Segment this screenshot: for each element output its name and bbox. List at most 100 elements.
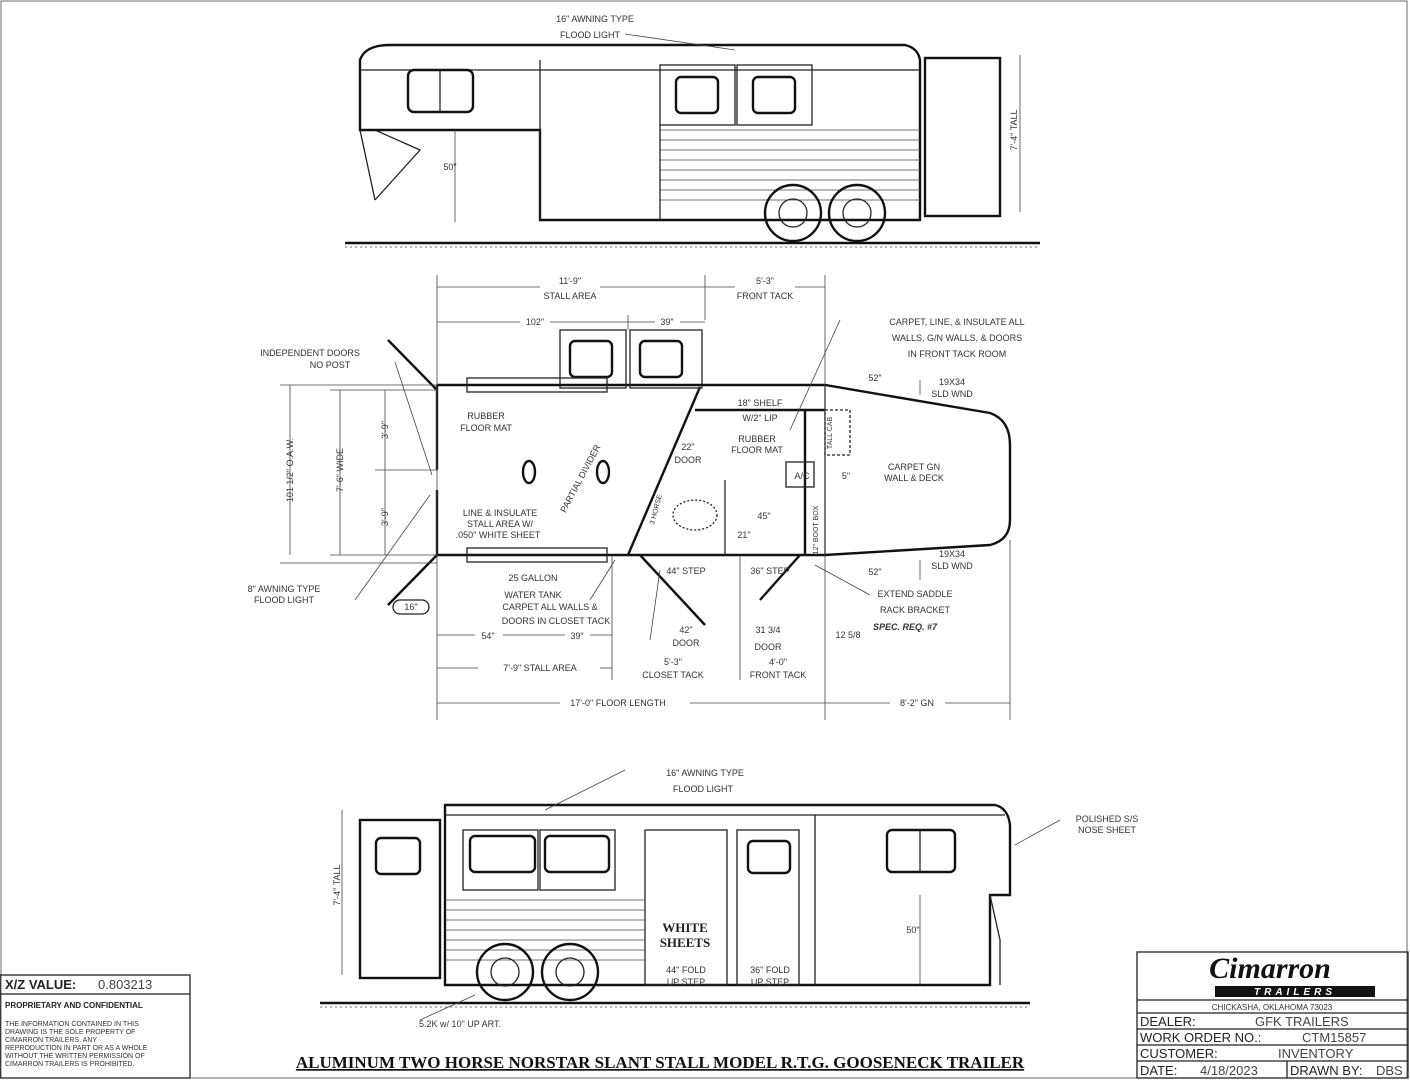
label: NO POST xyxy=(310,360,351,370)
label: UP STEP xyxy=(751,977,789,987)
label: SHEETS xyxy=(660,935,711,950)
label: 39" xyxy=(660,317,673,327)
label: 50" xyxy=(443,162,456,172)
label: 45" xyxy=(757,511,770,521)
label: FRONT TACK xyxy=(737,291,794,301)
window-icon xyxy=(746,839,792,875)
label: DOOR xyxy=(675,455,703,465)
label: 101 1/2" O.A.W. xyxy=(285,438,295,502)
label: 19X34 xyxy=(939,549,965,559)
label: UP STEP xyxy=(667,977,705,987)
label: 11'-9" xyxy=(559,276,581,286)
label: WALLS, G/N WALLS, & DOORS xyxy=(892,333,1022,343)
drawing-title: ALUMINUM TWO HORSE NORSTAR SLANT STALL M… xyxy=(296,1053,1025,1072)
label: 25 GALLON xyxy=(508,573,557,583)
label: 5'-3" xyxy=(664,657,682,667)
label: DOOR xyxy=(755,642,783,652)
window-icon xyxy=(468,834,537,874)
confidential-text: CIMARRON TRAILERS. ANY xyxy=(5,1037,97,1044)
floor-plan: 11'-9" STALL AREA 5'-3" FRONT TACK 102" … xyxy=(248,275,1025,720)
label: 44" FOLD xyxy=(666,965,706,975)
window-icon xyxy=(885,828,957,874)
label: IN FRONT TACK ROOM xyxy=(908,349,1007,359)
date-value: 4/18/2023 xyxy=(1200,1063,1258,1078)
label: FLOOD LIGHT xyxy=(254,595,315,605)
partial-divider xyxy=(626,386,702,556)
confidential-text: WITHOUT THE WRITTEN PERMISSION OF xyxy=(5,1053,145,1060)
title-block: Cimarron TRAILERS CHICKASHA, OKLAHOMA 73… xyxy=(1136,951,1409,1079)
label: NOSE SHEET xyxy=(1078,825,1137,835)
label: 52" xyxy=(868,373,881,383)
wheel-icon xyxy=(540,942,600,1002)
dim-badge xyxy=(392,599,430,615)
label: 22" xyxy=(681,442,694,452)
label: 52" xyxy=(868,567,881,577)
label: 44" STEP xyxy=(666,566,705,576)
label: 21" xyxy=(737,530,750,540)
wheel-icon xyxy=(827,183,887,243)
label: 7'-6" WIDE xyxy=(335,448,345,492)
label: FLOOR MAT xyxy=(731,445,783,455)
confidential-text: DRAWING IS THE SOLE PROPERTY OF xyxy=(5,1029,135,1036)
label: 54" xyxy=(481,631,494,641)
label: SLD WND xyxy=(931,561,973,571)
label: 19X34 xyxy=(939,377,965,387)
label: 50" xyxy=(906,925,919,935)
label: 102" xyxy=(526,317,544,327)
svg-text:TRAILERS: TRAILERS xyxy=(1254,987,1336,998)
label: 16" AWNING TYPE xyxy=(556,14,634,24)
label: 5'-3" xyxy=(756,276,774,286)
label: RUBBER xyxy=(467,411,505,421)
label: FRONT TACK xyxy=(750,670,807,680)
label: SPEC. REQ. #7 xyxy=(873,622,938,632)
label: CLOSET TACK xyxy=(642,670,704,680)
label: 42" xyxy=(679,625,692,635)
label: 17'-0" FLOOR LENGTH xyxy=(570,698,665,708)
label: 7'-4" TALL xyxy=(332,864,342,905)
label: TALL CAB xyxy=(827,417,834,450)
xz-label: X/Z VALUE: xyxy=(5,977,76,992)
door xyxy=(644,829,728,986)
label: WALL & DECK xyxy=(884,473,944,483)
window-icon xyxy=(674,75,720,115)
label: 4'-0" xyxy=(769,657,787,667)
label: DOOR xyxy=(673,638,701,648)
xz-value: 0.803213 xyxy=(98,977,152,992)
label: FLOOR MAT xyxy=(460,423,512,433)
date-label: DATE: xyxy=(1140,1063,1177,1078)
label: PARTIAL DIVIDER xyxy=(558,443,602,515)
label: STALL AREA xyxy=(543,291,596,301)
wheel-icon xyxy=(763,183,823,243)
label: 39" xyxy=(570,631,583,641)
label: 5.2K w/ 10" UP ART. xyxy=(419,1019,501,1029)
dealer-value: GFK TRAILERS xyxy=(1255,1014,1349,1029)
door xyxy=(736,829,800,986)
label: POLISHED S/S xyxy=(1076,814,1139,824)
label: 3'-9" xyxy=(380,421,390,439)
dealer-label: DEALER: xyxy=(1140,1014,1196,1029)
confidential-heading: PROPRIETARY AND CONFIDENTIAL xyxy=(5,1001,143,1010)
svg-text:Cimarron: Cimarron xyxy=(1209,952,1331,985)
rear-tack-door xyxy=(358,818,442,980)
label: WHITE xyxy=(662,920,708,935)
label: CARPET, LINE, & INSULATE ALL xyxy=(889,317,1024,327)
label: FLOOD LIGHT xyxy=(560,30,621,40)
label: 36" FOLD xyxy=(750,965,790,975)
label: A/C xyxy=(794,471,810,481)
drawn-by-value: DBS xyxy=(1376,1063,1403,1078)
drawn-by-label: DRAWN BY: xyxy=(1290,1063,1362,1078)
window-icon xyxy=(751,75,797,115)
label: 5" xyxy=(842,471,850,481)
label: SLD WND xyxy=(931,389,973,399)
label: CARPET GN xyxy=(888,462,940,472)
label: DOORS IN CLOSET TACK xyxy=(502,616,611,626)
work-order-value: CTM15857 xyxy=(1302,1030,1366,1045)
customer-label: CUSTOMER: xyxy=(1140,1046,1218,1061)
confidential-text: CIMARRON TRAILERS IS PROHIBITED. xyxy=(5,1061,134,1068)
label: INDEPENDENT DOORS xyxy=(260,348,360,358)
label: 8" AWNING TYPE xyxy=(248,584,321,594)
label: EXTEND SADDLE xyxy=(877,589,952,599)
label: 31 3/4 xyxy=(755,625,780,635)
label: 7'-9" STALL AREA xyxy=(503,663,576,673)
